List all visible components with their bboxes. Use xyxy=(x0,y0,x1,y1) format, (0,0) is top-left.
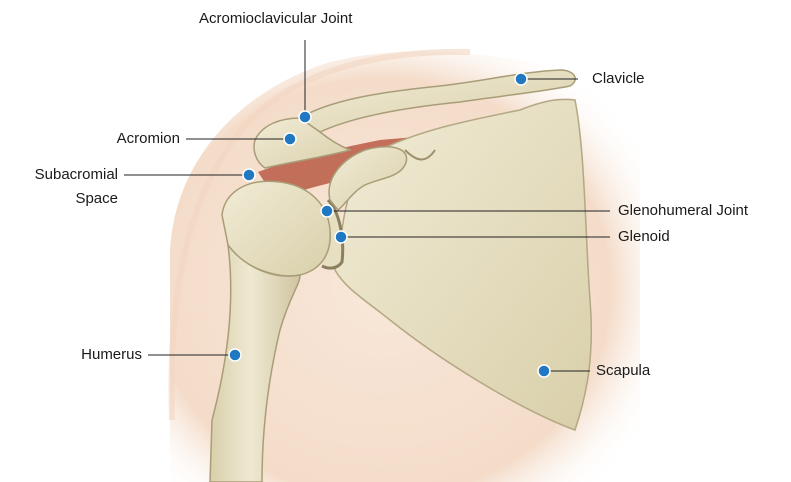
marker-clavicle xyxy=(515,73,527,85)
marker-subacromial-space xyxy=(243,169,255,181)
marker-glenohumeral-joint xyxy=(321,205,333,217)
marker-acromioclavicular-joint xyxy=(299,111,311,123)
label-subacromial-space-line2: Space xyxy=(8,190,118,208)
marker-scapula xyxy=(538,365,550,377)
label-clavicle: Clavicle xyxy=(592,70,645,88)
label-acromioclavicular-joint: Acromioclavicular Joint xyxy=(199,10,352,28)
label-glenoid: Glenoid xyxy=(618,228,670,246)
label-glenohumeral-joint: Glenohumeral Joint xyxy=(618,202,748,220)
marker-humerus xyxy=(229,349,241,361)
label-subacromial-space-line1: Subacromial xyxy=(8,166,118,184)
label-acromion: Acromion xyxy=(98,130,180,148)
label-scapula: Scapula xyxy=(596,362,650,380)
marker-glenoid xyxy=(335,231,347,243)
label-humerus: Humerus xyxy=(50,346,142,364)
marker-acromion xyxy=(284,133,296,145)
